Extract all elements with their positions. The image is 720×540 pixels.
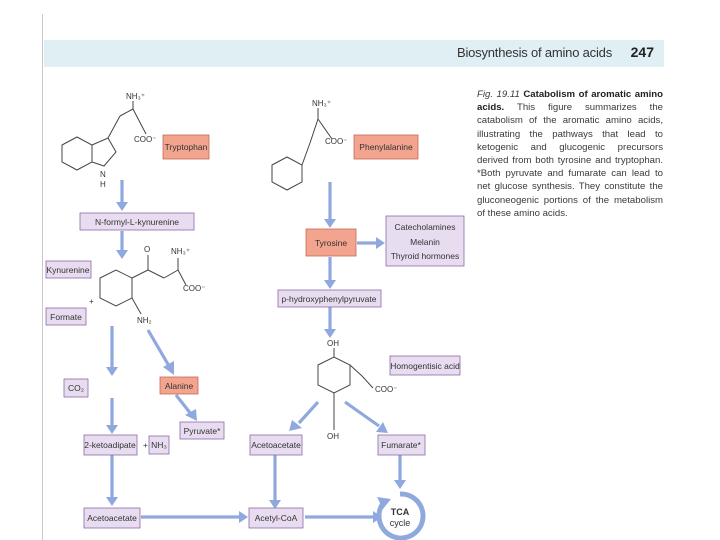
hg-coo: COO⁻ (375, 385, 397, 394)
box-p-hydroxyphenylpyruvate: p-hydroxyphenylpyruvate (277, 289, 382, 308)
box-phenylalanine: Phenylalanine (353, 134, 419, 160)
svg-text:p-hydroxyphenylpyruvate: p-hydroxyphenylpyruvate (282, 294, 377, 304)
kyn-nh3: NH₃⁺ (171, 247, 190, 256)
svg-text:NH₃: NH₃ (151, 440, 167, 450)
page-margin-line (42, 14, 43, 540)
box-formate: Formate (45, 307, 87, 326)
homogentisate-structure: OH OH COO⁻ (317, 339, 397, 441)
box-acetyl-coa: Acetyl-CoA (248, 507, 304, 529)
svg-text:Acetyl-CoA: Acetyl-CoA (255, 513, 298, 523)
pathway-arrows (106, 180, 406, 523)
svg-text:CO₂: CO₂ (68, 383, 84, 393)
box-pyruvate: Pyruvate* (179, 421, 225, 440)
kyn-o: O (144, 245, 150, 254)
box-2-ketoadipate: 2-ketoadipate (83, 434, 138, 456)
svg-text:Kynurenine: Kynurenine (46, 265, 89, 275)
caption-body: This figure summarizes the catabolism of… (477, 102, 663, 219)
box-homogentisic-acid: Homogentisic acid (389, 355, 461, 376)
page-header: Biosynthesis of amino acids 247 (44, 40, 664, 67)
hg-oh-top: OH (327, 339, 339, 348)
figure-caption: Fig. 19.11 Catabolism of aromatic amino … (477, 88, 663, 220)
phenylalanine-structure: NH₃⁺ COO⁻ (271, 99, 347, 191)
svg-text:Fumarate*: Fumarate* (381, 440, 421, 450)
box-kynurenine: Kynurenine (45, 260, 92, 279)
box-catecholamines: Catecholamines Melanin Thyroid hormones (385, 215, 465, 267)
box-tryptophan: Tryptophan (162, 134, 210, 160)
box-alanine: Alanine (159, 376, 199, 395)
trp-nh3: NH₃⁺ (126, 92, 145, 101)
box-nh3: NH₃ (148, 435, 170, 455)
box-tyrosine: Tyrosine (305, 228, 357, 257)
svg-text:Tyrosine: Tyrosine (315, 238, 347, 248)
tca-label-1: TCA (391, 507, 410, 517)
header-title: Biosynthesis of amino acids (456, 45, 612, 60)
svg-text:Catecholamines: Catecholamines (395, 222, 456, 232)
arrow-hg-acetoacetate (297, 400, 320, 425)
tca-cycle: TCA cycle (376, 491, 426, 540)
caption-title: Catabolism of aromatic amino acids. (477, 89, 663, 114)
box-n-formyl-kynurenine: N-formyl-L-kynurenine (79, 212, 195, 231)
box-acetoacetate-right: Acetoacetate (249, 434, 303, 456)
kyn-plus: + (89, 297, 94, 306)
plus-sign: + (143, 440, 148, 450)
phe-nh3: NH₃⁺ (312, 99, 331, 108)
svg-text:Melanin: Melanin (410, 237, 440, 247)
caption-fig-label: Fig. 19.11 (477, 89, 520, 100)
trp-h: H (100, 180, 106, 189)
svg-text:Alanine: Alanine (165, 381, 194, 391)
svg-text:Thyroid hormones: Thyroid hormones (391, 251, 460, 261)
arrow-hg-fumarate (344, 400, 380, 428)
trp-n: N (100, 170, 106, 179)
svg-text:Formate: Formate (50, 312, 82, 322)
arrow-ala-pyruvate (174, 394, 193, 415)
tca-label-2: cycle (390, 518, 411, 528)
tryptophan-structure: NH₃⁺ COO⁻ N H (61, 92, 156, 189)
phe-coo: COO⁻ (325, 137, 347, 146)
arrow-kyn-alanine (146, 329, 171, 367)
svg-text:Phenylalanine: Phenylalanine (359, 142, 413, 152)
svg-text:Acetoacetate: Acetoacetate (251, 440, 301, 450)
svg-text:2-ketoadipate: 2-ketoadipate (84, 440, 136, 450)
kyn-coo: COO⁻ (183, 284, 205, 293)
box-fumarate: Fumarate* (377, 434, 426, 456)
svg-text:Pyruvate*: Pyruvate* (184, 426, 222, 436)
kyn-nh2: NH₂ (137, 316, 152, 325)
svg-text:Tryptophan: Tryptophan (165, 142, 208, 152)
box-co2: CO₂ (63, 378, 89, 398)
hg-oh-bottom: OH (327, 432, 339, 441)
svg-text:Acetoacetate: Acetoacetate (87, 513, 137, 523)
trp-coo: COO⁻ (134, 135, 156, 144)
svg-text:Homogentisic acid: Homogentisic acid (390, 361, 460, 371)
kynurenine-structure: O NH₃⁺ COO⁻ NH₂ + (89, 245, 205, 325)
svg-text:N-formyl-L-kynurenine: N-formyl-L-kynurenine (95, 217, 179, 227)
header-page-number: 247 (630, 44, 654, 60)
box-acetoacetate-left: Acetoacetate (83, 507, 141, 529)
